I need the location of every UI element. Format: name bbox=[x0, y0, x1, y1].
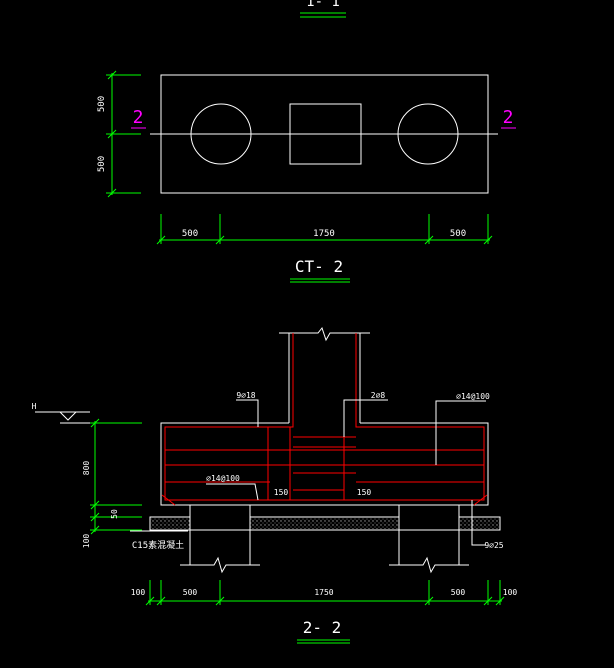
leader-bottom-left bbox=[206, 483, 259, 501]
pile-circle-left bbox=[190, 103, 252, 165]
section-vdim-text-100: 100 bbox=[82, 534, 91, 549]
section-vdim-tick-2 bbox=[90, 500, 100, 510]
section-left-dims bbox=[90, 418, 142, 535]
plan-vdim-text-bot: 500 bbox=[97, 156, 107, 172]
water-level-label: H bbox=[32, 402, 37, 411]
section-hdim-text-100-left: 100 bbox=[131, 588, 146, 597]
section-mark-left: 2 bbox=[133, 107, 144, 128]
leader-stirrup bbox=[343, 399, 388, 437]
cushion-hatch bbox=[151, 518, 499, 529]
section-vdim-tick-1 bbox=[90, 418, 100, 428]
label-stirrup: 2⌀8 bbox=[371, 391, 386, 400]
section-vdim-tick-4 bbox=[90, 525, 100, 535]
rebar-leaders bbox=[206, 399, 486, 546]
leader-top-right bbox=[435, 400, 486, 465]
section-hdim-text-500-left: 500 bbox=[183, 588, 198, 597]
plan-hdim-tick-3 bbox=[424, 235, 434, 245]
plan-hdim-text-1: 500 bbox=[182, 229, 198, 239]
plan-vdim-tick-top bbox=[107, 70, 117, 80]
rebar-column-dowel-right bbox=[343, 427, 356, 501]
pile-head-right bbox=[398, 504, 460, 531]
plan-vertical-dims bbox=[106, 70, 141, 198]
label-dim-b: 150 bbox=[357, 488, 372, 497]
plan-hdim-tick-2 bbox=[215, 235, 225, 245]
label-top-right: ⌀14@100 bbox=[456, 392, 490, 401]
cap-outline bbox=[160, 422, 489, 506]
pile-right-break bbox=[389, 556, 469, 574]
plan-hdim-text-3: 500 bbox=[450, 229, 466, 239]
section-hdim-tick-2 bbox=[156, 596, 166, 606]
plan-vdim-tick-bot bbox=[107, 188, 117, 198]
section-vdim-text-50: 50 bbox=[110, 509, 119, 519]
rebar-main-loop bbox=[164, 333, 485, 501]
section-hdim-tick-4 bbox=[424, 596, 434, 606]
column-section bbox=[279, 326, 370, 423]
plan-hdim-tick-1 bbox=[156, 235, 166, 245]
label-pile: 9⌀25 bbox=[484, 541, 503, 550]
plan-hdim-text-2: 1750 bbox=[313, 229, 335, 239]
section-mark-right: 2 bbox=[503, 107, 514, 128]
label-bottom-left: ⌀14@100 bbox=[206, 474, 240, 483]
plan-vdim-tick-mid bbox=[107, 129, 117, 139]
leader-pile bbox=[471, 500, 486, 546]
section-markers: 2 2 bbox=[131, 107, 516, 129]
pile-circle-right bbox=[397, 103, 459, 165]
top-title: 1- 1 bbox=[306, 0, 340, 10]
section-hdim-text-1750: 1750 bbox=[314, 588, 333, 597]
plan-hdim-tick-4 bbox=[483, 235, 493, 245]
section-bottom-dims bbox=[145, 580, 505, 606]
cap-section-outline bbox=[160, 422, 489, 506]
label-dim-a: 150 bbox=[274, 488, 289, 497]
piles-section bbox=[180, 504, 469, 574]
plan-title: CT- 2 bbox=[295, 257, 343, 276]
plan-view bbox=[150, 74, 498, 194]
column-break-line bbox=[279, 326, 370, 342]
top-title-group: 1- 1 bbox=[300, 0, 346, 18]
water-level-triangle bbox=[59, 411, 77, 421]
section-hdim-tick-1 bbox=[145, 596, 155, 606]
pile-head-left bbox=[189, 504, 251, 531]
leader-top-left bbox=[236, 399, 259, 427]
label-top-left: 9⌀18 bbox=[236, 391, 255, 400]
section-hdim-tick-3 bbox=[215, 596, 225, 606]
section-hdim-tick-6 bbox=[495, 596, 505, 606]
cushion-outline bbox=[149, 516, 501, 531]
rebar-group bbox=[161, 333, 488, 506]
rebar-hook-right bbox=[473, 494, 488, 506]
section-hdim-text-100-right: 100 bbox=[503, 588, 518, 597]
rebar-column-dowel-left bbox=[267, 427, 291, 501]
section-vdim-text-800: 800 bbox=[82, 461, 91, 476]
pile-left-break bbox=[180, 556, 260, 574]
plan-horizontal-dims bbox=[156, 214, 493, 245]
rebar-hook-left bbox=[161, 494, 176, 506]
section-title: 2- 2 bbox=[303, 618, 342, 637]
section-vdim-tick-3 bbox=[90, 512, 100, 522]
section-hdim-tick-5 bbox=[483, 596, 493, 606]
column-square bbox=[289, 103, 362, 165]
section-hdim-text-500-right: 500 bbox=[451, 588, 466, 597]
concrete-label: C15素混凝土 bbox=[132, 539, 184, 551]
plan-vdim-text-top: 500 bbox=[97, 96, 107, 112]
